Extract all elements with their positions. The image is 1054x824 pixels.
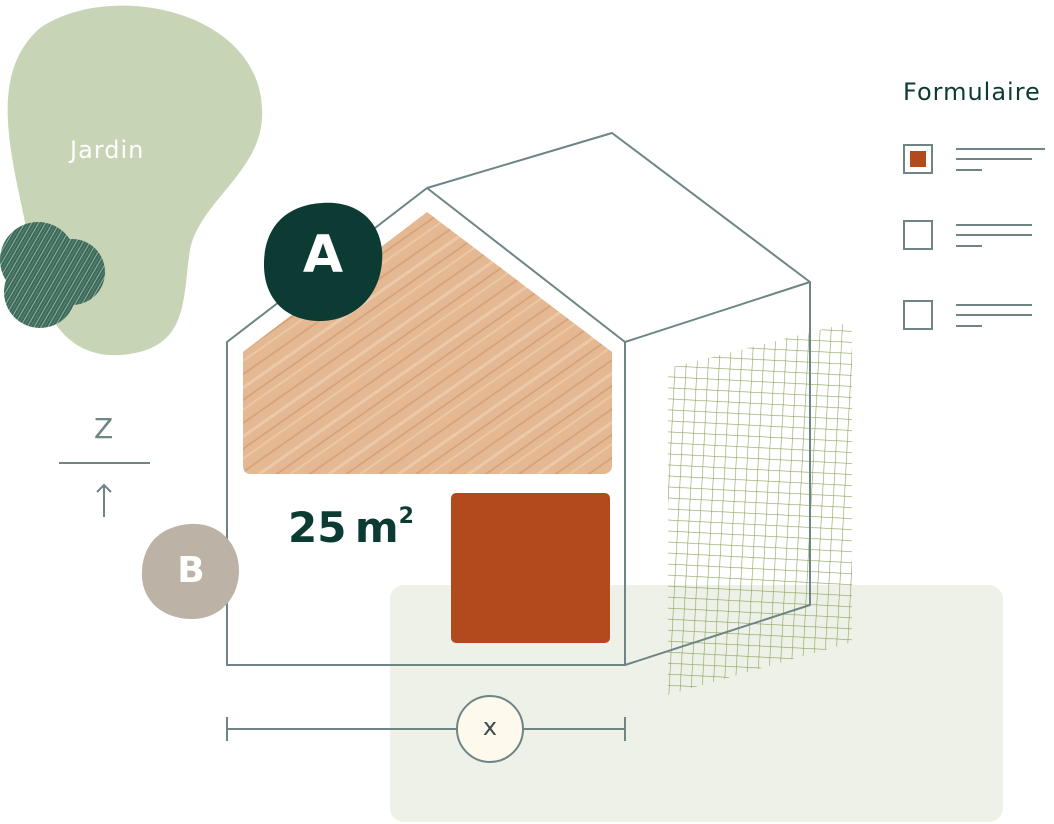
form-title: Formulaire xyxy=(903,78,1041,106)
form-option-2-text-lines xyxy=(956,224,1036,250)
area-unit: m2 xyxy=(354,503,414,552)
x-dimension xyxy=(226,695,626,763)
badge-a-label: A xyxy=(302,225,344,285)
trellis-mesh xyxy=(668,322,852,695)
badge-a xyxy=(263,202,383,322)
door-panel xyxy=(451,493,610,643)
garden-label: Jardin xyxy=(70,136,145,164)
x-axis-label: x xyxy=(482,713,498,741)
shrub xyxy=(0,222,105,328)
badge-b xyxy=(141,523,240,620)
form-option-2-checkbox[interactable] xyxy=(903,220,933,250)
form-option-3-text-lines xyxy=(956,304,1036,330)
wood-gable-panel xyxy=(243,212,612,474)
z-axis-indicator xyxy=(59,462,150,517)
form-option-3-checkbox[interactable] xyxy=(903,300,933,330)
badge-b-label: B xyxy=(177,550,205,591)
form-option-1-checkbox[interactable] xyxy=(903,144,933,174)
z-axis-label: Z xyxy=(94,412,114,445)
area-exponent: 2 xyxy=(398,504,414,529)
area-value: 25 xyxy=(288,503,347,552)
checked-mark xyxy=(910,151,926,167)
form-option-1-text-lines xyxy=(956,148,1045,174)
house-outline xyxy=(226,132,811,666)
area-label: 25 m2 xyxy=(288,503,414,552)
ground-area xyxy=(390,585,1003,822)
